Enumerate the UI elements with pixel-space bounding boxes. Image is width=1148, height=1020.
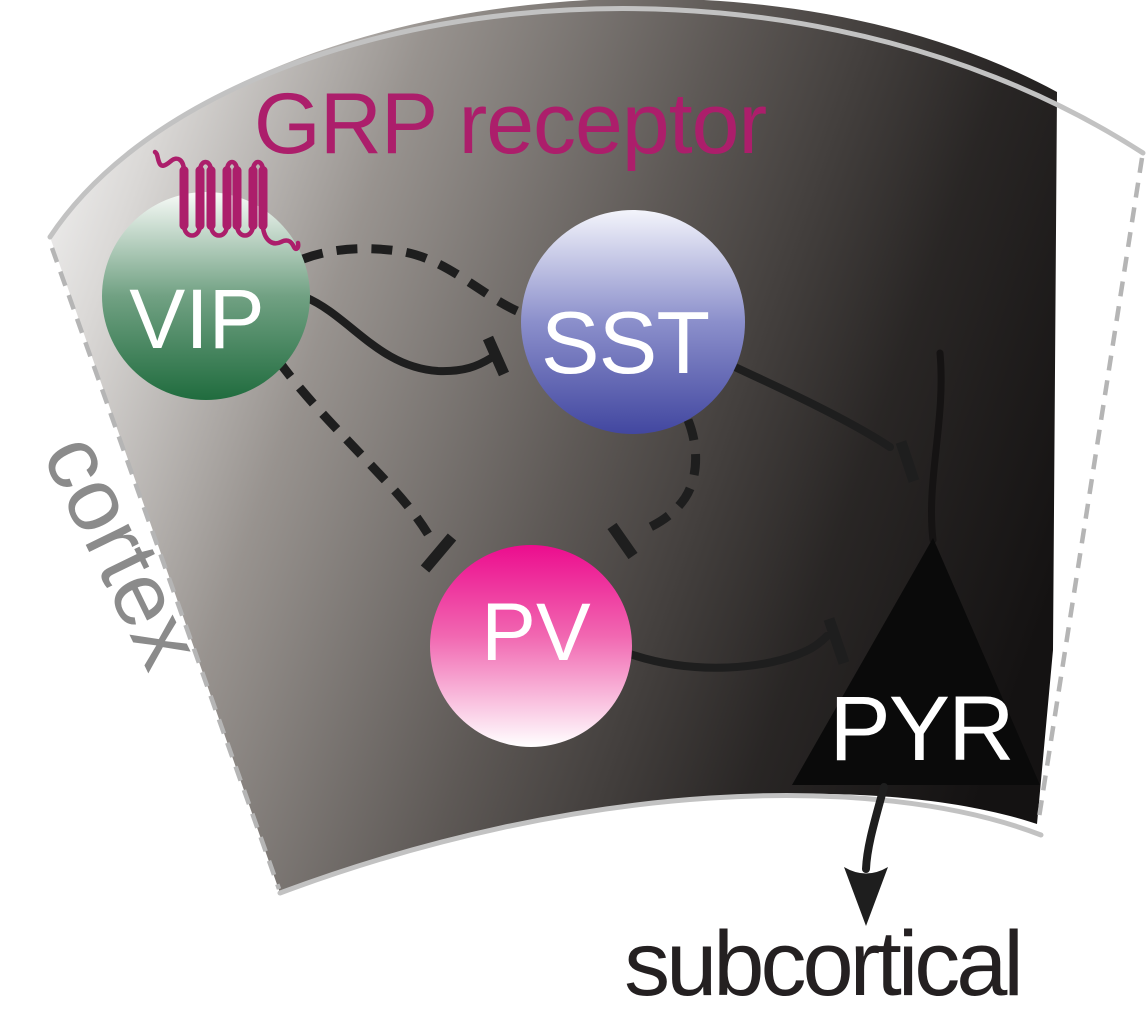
- pv-neuron: [430, 545, 632, 747]
- edge-vip-to-pv: [274, 357, 432, 537]
- cortex-top-border: [47, 6, 1146, 240]
- gpcr-n-terminus: [152, 149, 187, 175]
- pyr-neuron: [792, 538, 1040, 785]
- sst-label: SST: [541, 293, 709, 392]
- pyr-apical-dendrite: [927, 349, 945, 544]
- cortex-left-border-dashed: [49, 247, 282, 890]
- cortex-wedge: [50, 0, 1057, 893]
- vip-neuron: [102, 192, 310, 400]
- gpcr-loops: [152, 149, 301, 252]
- edge-sst-to-pyr: [718, 357, 894, 451]
- inhibitory-terminal-sst-pv: [607, 522, 638, 560]
- vip-label: VIP: [129, 272, 264, 366]
- gpcr-icon: [152, 149, 301, 252]
- edge-pv-to-pyr: [626, 632, 831, 672]
- edge-vip-to-sst: [301, 293, 495, 376]
- pyr-label: PYR: [829, 678, 1012, 780]
- cortex-bottom-border: [277, 793, 1044, 896]
- subcortical-label: subcortical: [624, 913, 1020, 1015]
- cortex-right-border-dashed: [1035, 157, 1145, 825]
- inhibitory-terminal-sst-pyr: [895, 440, 920, 483]
- pv-label: PV: [481, 587, 591, 678]
- edge-sst-to-vip: [301, 244, 519, 316]
- edge-sst-to-pv: [638, 418, 701, 537]
- subcortical-arrow: [844, 783, 888, 926]
- inhibitory-terminal-vip-sst: [482, 335, 510, 377]
- inhibitory-terminal-vip-pv: [420, 533, 457, 573]
- grp-receptor-label: GRP receptor: [254, 76, 767, 172]
- sst-neuron: [521, 210, 745, 434]
- arrowhead-down-icon: [844, 867, 888, 926]
- inhibitory-terminal-pv-pyr: [823, 617, 850, 665]
- gpcr-c-terminus: [260, 225, 301, 252]
